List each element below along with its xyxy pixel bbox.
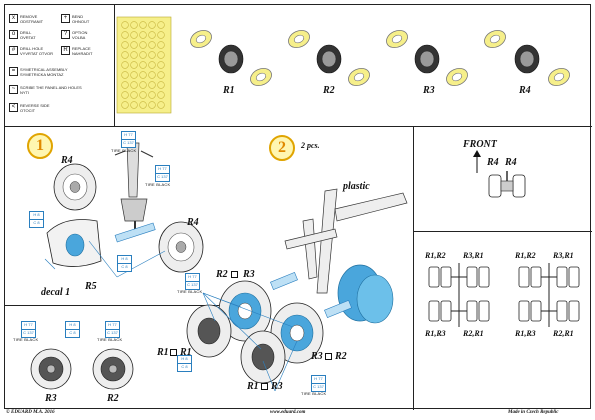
label-r5: R5 — [85, 281, 97, 292]
label-bottom-r3: R3 — [45, 393, 57, 404]
label-r2-top: R2 — [216, 269, 228, 280]
label-bottom-r2: R2 — [107, 393, 119, 404]
option-icon: ? — [61, 30, 70, 39]
label-r3-right: R3 — [311, 351, 323, 362]
label-front-r4a: R4 — [487, 157, 499, 168]
label-front-r4b: R4 — [505, 157, 517, 168]
legend-panel — [5, 5, 115, 127]
wheel-label-r3: R3 — [423, 85, 435, 96]
tire-black-label-5: TIRE BLACK — [13, 337, 39, 342]
mask-sheet — [116, 16, 172, 114]
front-wheels — [488, 171, 526, 198]
bend-icon-d — [261, 383, 268, 390]
drill-icon: o — [9, 30, 18, 39]
symmetrical-icon: = — [9, 67, 18, 76]
tire-black-label-4: TIRE BLACK — [301, 391, 327, 396]
front-label: FRONT — [463, 139, 497, 150]
wheel-group-r2 — [288, 29, 370, 87]
footer-website: www.eduard.com — [270, 410, 306, 415]
step-2-drawing — [186, 188, 408, 391]
tire-black-label-1: TIRE BLACK — [111, 148, 137, 153]
footer-origin: Made in Czech Republic — [508, 410, 559, 415]
wheel-label-r2: R2 — [323, 85, 335, 96]
assembly-area — [5, 127, 414, 410]
grid-bl-b: R2,R1 — [463, 329, 484, 338]
tire-black-label-3: TIRE BLACK — [177, 289, 203, 294]
grid-bl-a: R1,R3 — [425, 329, 446, 338]
label-r4-step1-right: R4 — [187, 217, 199, 228]
grid-tr-a: R1,R2 — [515, 251, 536, 260]
wheel-group-r3 — [386, 29, 468, 87]
grid-tl-a: R1,R2 — [425, 251, 446, 260]
small-wheels — [30, 348, 134, 390]
remove-icon: x — [9, 14, 18, 23]
drill-hole-icon: # — [9, 46, 18, 55]
grid-br-b: R2,R1 — [553, 329, 574, 338]
replace-icon: R — [61, 46, 70, 55]
bend-icon-c — [325, 353, 332, 360]
grid-wheels-left — [428, 263, 490, 327]
wheel-label-r1: R1 — [223, 85, 235, 96]
label-decal: decal 1 — [41, 287, 71, 298]
wheel-group-r4 — [484, 29, 570, 87]
footer-copyright: © EDUARD M.A. 2016 — [6, 410, 55, 415]
label-r1-bottom: R1 — [247, 381, 259, 392]
tire-black-label-6: TIRE BLACK — [97, 337, 123, 342]
label-r3-top: R3 — [243, 269, 255, 280]
wheel-group-r1 — [190, 29, 272, 87]
label-r3-bottom: R3 — [271, 381, 283, 392]
front-panel — [414, 127, 592, 232]
scribe-icon: ~ — [9, 85, 18, 94]
label-r4-step1-left: R4 — [61, 155, 73, 166]
reverse-side-icon: < — [9, 103, 18, 112]
wheel-label-r4: R4 — [519, 85, 531, 96]
grid-wheels-right — [518, 263, 580, 327]
label-r2-right: R2 — [335, 351, 347, 362]
step-1-divider — [5, 305, 245, 306]
bend-icon-b — [170, 349, 177, 356]
step-1-badge: 1 — [27, 133, 53, 159]
step-2-badge: 2 — [269, 135, 295, 161]
bend-icon-a — [231, 271, 238, 278]
label-r1-left-b: R1 — [180, 347, 192, 358]
grid-tr-b: R3,R1 — [553, 251, 574, 260]
step-1-drawing — [44, 142, 204, 278]
tire-black-label-2: TIRE BLACK — [145, 182, 171, 187]
label-plastic: plastic — [343, 181, 370, 192]
label-r1-left: R1 — [157, 347, 169, 358]
step-2-note: 2 pcs. — [301, 141, 320, 150]
front-arrow — [473, 150, 481, 173]
pe-section — [115, 5, 592, 127]
bend-icon: + — [61, 14, 70, 23]
grid-tl-b: R3,R1 — [463, 251, 484, 260]
grid-br-a: R1,R3 — [515, 329, 536, 338]
